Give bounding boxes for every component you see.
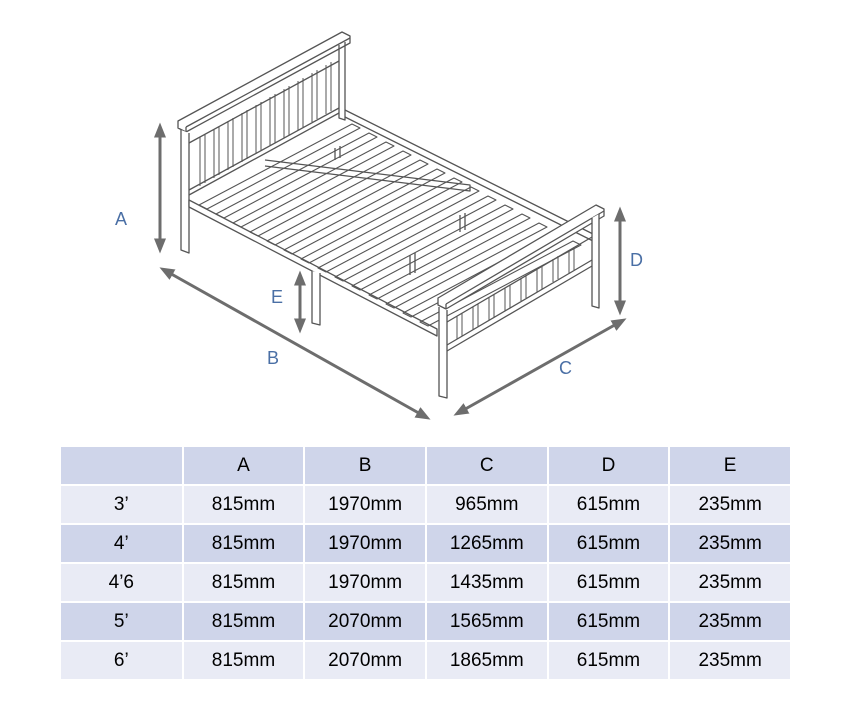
cell-e: 235mm	[669, 485, 792, 525]
label-e: E	[271, 287, 283, 307]
cell-a: 815mm	[182, 602, 306, 642]
cell-size: 4’	[61, 524, 184, 564]
footboard	[437, 204, 605, 399]
table-row: 5’ 815mm 2070mm 1565mm 615mm 235mm	[61, 602, 792, 642]
cell-c: 965mm	[425, 485, 549, 525]
cell-b: 2070mm	[304, 641, 427, 681]
cell-c: 1565mm	[425, 602, 549, 642]
cell-d: 615mm	[547, 485, 671, 525]
label-a: A	[115, 209, 127, 229]
headboard-slats	[199, 62, 332, 186]
dimension-arrows	[154, 122, 627, 420]
cell-b: 1970mm	[304, 524, 427, 564]
cell-c: 1435mm	[425, 563, 549, 603]
cell-size: 5’	[61, 602, 184, 642]
cell-d: 615mm	[547, 641, 671, 681]
cell-a: 815mm	[182, 485, 306, 525]
cell-e: 235mm	[669, 602, 792, 642]
bed-slats	[198, 123, 582, 327]
cell-c: 1865mm	[425, 641, 549, 681]
table-header-row: A B C D E	[61, 447, 792, 486]
header-c: C	[425, 447, 549, 486]
label-b: B	[267, 348, 279, 368]
header-size	[61, 447, 184, 486]
table-row: 4’6 815mm 1970mm 1435mm 615mm 235mm	[61, 563, 792, 603]
table-row: 4’ 815mm 1970mm 1265mm 615mm 235mm	[61, 524, 792, 564]
cell-a: 815mm	[182, 563, 306, 603]
cell-e: 235mm	[669, 524, 792, 564]
cell-e: 235mm	[669, 641, 792, 681]
dimensions-table: A B C D E 3’ 815mm 1970mm 965mm 615mm 23…	[61, 447, 792, 681]
table-row: 3’ 815mm 1970mm 965mm 615mm 235mm	[61, 485, 792, 525]
cell-b: 2070mm	[304, 602, 427, 642]
cell-d: 615mm	[547, 602, 671, 642]
arrow-b	[159, 267, 431, 420]
cell-a: 815mm	[182, 641, 306, 681]
table-row: 6’ 815mm 2070mm 1865mm 615mm 235mm	[61, 641, 792, 681]
cell-d: 615mm	[547, 524, 671, 564]
bed-frame-drawing	[177, 31, 605, 399]
cell-a: 815mm	[182, 524, 306, 564]
cell-e: 235mm	[669, 563, 792, 603]
cell-size: 6’	[61, 641, 184, 681]
cell-size: 3’	[61, 485, 184, 525]
cell-d: 615mm	[547, 563, 671, 603]
bed-frame-diagram: A B C D E	[115, 31, 643, 420]
header-b: B	[304, 447, 427, 486]
cell-size: 4’6	[61, 563, 184, 603]
cell-c: 1265mm	[425, 524, 549, 564]
cell-b: 1970mm	[304, 485, 427, 525]
header-a: A	[182, 447, 306, 486]
header-d: D	[547, 447, 671, 486]
label-d: D	[630, 250, 643, 270]
header-e: E	[669, 447, 792, 486]
side-rails	[188, 109, 596, 337]
headboard	[177, 31, 351, 254]
cell-b: 1970mm	[304, 563, 427, 603]
arrow-c	[453, 318, 627, 416]
label-c: C	[559, 358, 572, 378]
